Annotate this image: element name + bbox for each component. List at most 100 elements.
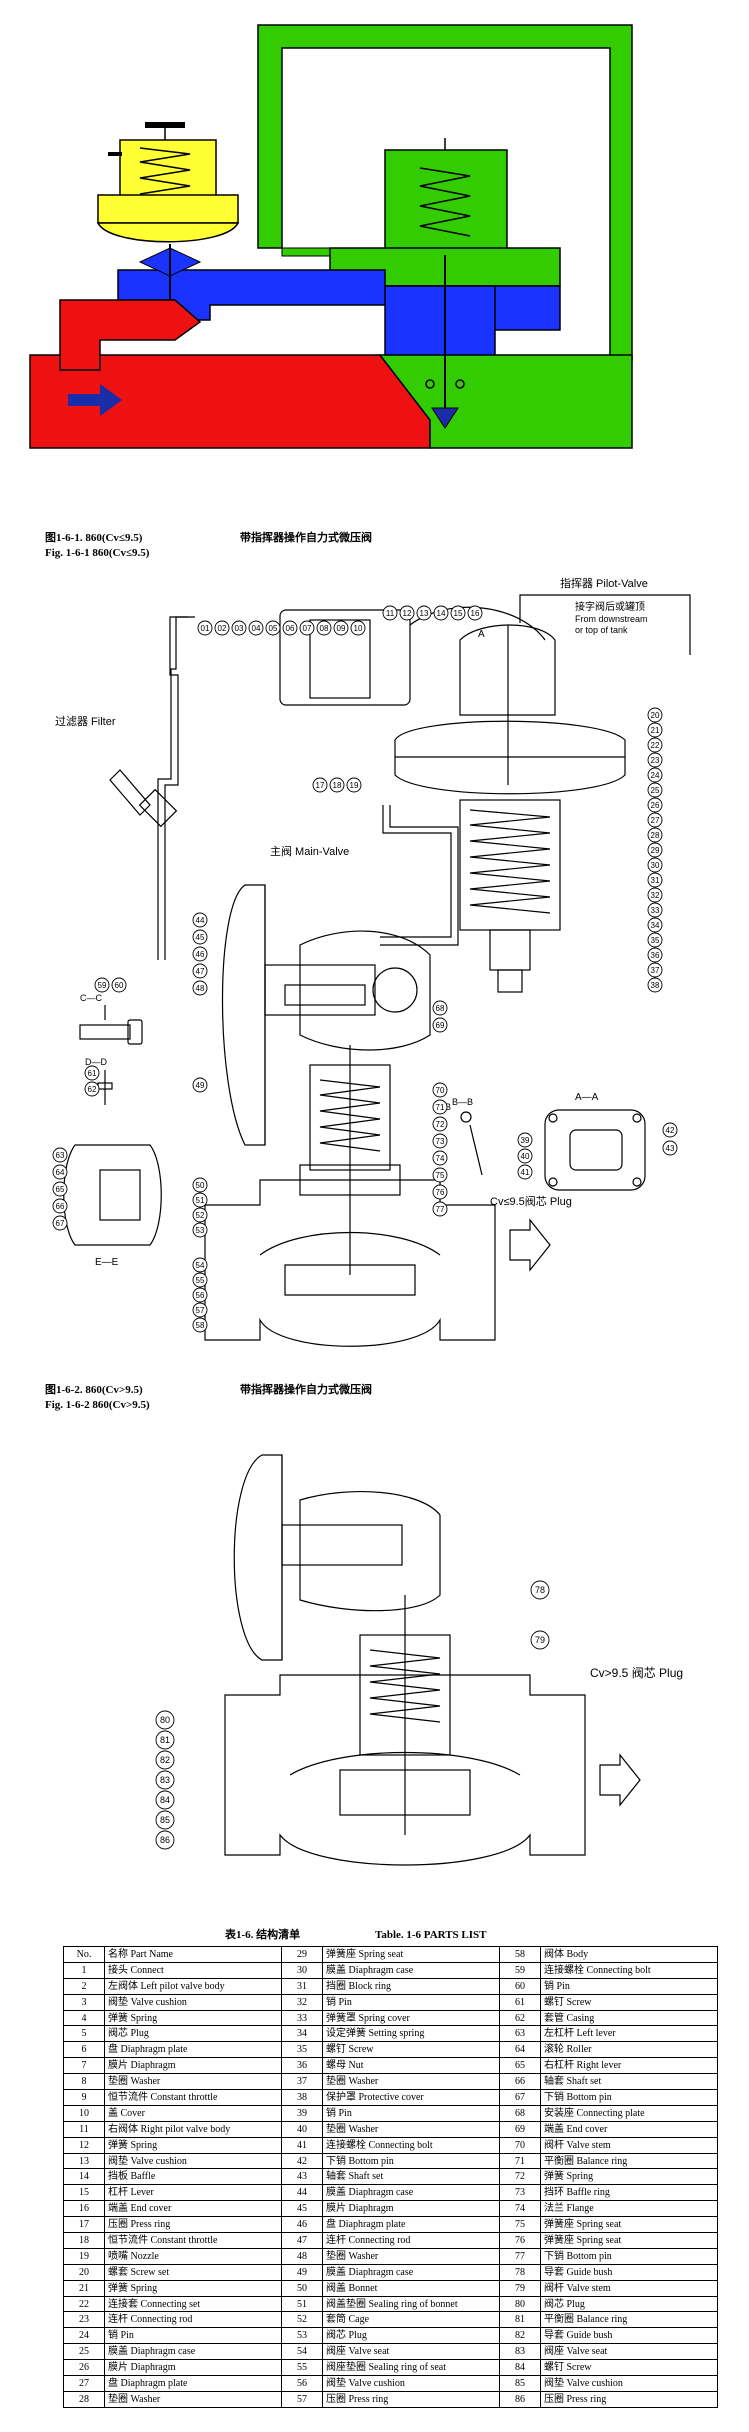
part-number-cell: 59 bbox=[499, 1961, 541, 1979]
callout-number: 53 bbox=[196, 1226, 205, 1235]
part-name-cell: 轴套 Shaft set bbox=[322, 2168, 500, 2186]
part-number-cell: 80 bbox=[499, 2295, 541, 2313]
part-number-cell: 82 bbox=[499, 2327, 541, 2345]
part-name-cell: 阀盖 Bonnet bbox=[322, 2279, 500, 2297]
callout-number: 36 bbox=[651, 951, 660, 960]
callout-bubble bbox=[155, 1710, 175, 1730]
part-name-cell: 弹簧 Spring bbox=[104, 2279, 282, 2297]
callout-number: 19 bbox=[350, 781, 359, 790]
callout-number: 38 bbox=[651, 981, 660, 990]
callout-number: 58 bbox=[196, 1321, 205, 1330]
callout-bubble bbox=[432, 1133, 448, 1149]
callout-number: 30 bbox=[651, 861, 660, 870]
part-name-cell: 膜片 Diaphragm bbox=[104, 2057, 282, 2075]
part-number-cell: 58 bbox=[499, 1946, 541, 1963]
part-name-cell: 挡板 Baffle bbox=[104, 2168, 282, 2186]
part-name-cell: 恒节流件 Constant throttle bbox=[104, 2232, 282, 2249]
callout-bubble bbox=[647, 947, 663, 963]
label-section-dd: D—D bbox=[85, 1057, 107, 1067]
part-number-cell: 22 bbox=[63, 2295, 105, 2313]
part-name-cell: 阀座垫圈 Sealing ring of seat bbox=[322, 2359, 500, 2377]
part-number-cell: 1 bbox=[63, 1961, 105, 1979]
part-name-cell: 接头 Connect bbox=[104, 1961, 282, 1979]
callout-number: 21 bbox=[651, 726, 660, 735]
callout-bubble bbox=[517, 1164, 533, 1180]
part-number-cell: 50 bbox=[281, 2279, 323, 2297]
part-name-cell: 阀垫 Valve cushion bbox=[540, 2375, 718, 2392]
part-name-cell: 盘 Diaphragm plate bbox=[104, 2375, 282, 2392]
callout-bubble bbox=[399, 605, 415, 621]
part-number-cell: 31 bbox=[281, 1977, 323, 1995]
callout-bubble bbox=[155, 1730, 175, 1750]
part-number-cell: 71 bbox=[499, 2152, 541, 2170]
callout-bubble bbox=[155, 1770, 175, 1790]
callout-number: 44 bbox=[196, 916, 205, 925]
callout-bubble bbox=[192, 1272, 208, 1288]
part-name-cell: 连接螺栓 Connecting bolt bbox=[322, 2136, 500, 2154]
part-number-cell: 16 bbox=[63, 2200, 105, 2218]
callout-number: 85 bbox=[160, 1815, 170, 1825]
callout-bubble bbox=[192, 1287, 208, 1303]
part-number-cell: 14 bbox=[63, 2168, 105, 2186]
part-name-cell: 销 Pin bbox=[322, 1993, 500, 2011]
callout-bubble bbox=[155, 1830, 175, 1850]
callout-bubble bbox=[432, 1167, 448, 1183]
part-name-cell: 盘 Diaphragm plate bbox=[322, 2216, 500, 2234]
part-number-cell: 29 bbox=[281, 1946, 323, 1963]
part-number-cell: 11 bbox=[63, 2120, 105, 2138]
part-number-cell: 6 bbox=[63, 2041, 105, 2059]
part-number-cell: 18 bbox=[63, 2232, 105, 2249]
callout-bubble bbox=[662, 1122, 678, 1138]
callout-bubble bbox=[52, 1147, 68, 1163]
callout-bubble bbox=[84, 1065, 100, 1081]
callout-number: 54 bbox=[196, 1261, 205, 1270]
callout-bubble bbox=[248, 620, 264, 636]
part-name-cell: 阀杆 Valve stem bbox=[540, 2136, 718, 2154]
part-number-cell: 78 bbox=[499, 2263, 541, 2281]
part-number-cell: 8 bbox=[63, 2073, 105, 2091]
label-section-ee: E—E bbox=[95, 1257, 119, 1268]
part-name-cell: 阀体 Body bbox=[540, 1946, 718, 1963]
callout-number: 69 bbox=[436, 1021, 445, 1030]
part-name-cell: 保护罩 Protective cover bbox=[322, 2089, 500, 2106]
callout-bubble bbox=[467, 605, 483, 621]
fig1-caption-en: Fig. 1-6-1 860(Cv≤9.5) bbox=[45, 547, 150, 559]
part-number-cell: 3 bbox=[63, 1993, 105, 2011]
callout-bubble bbox=[432, 1150, 448, 1166]
yellow-pilot bbox=[96, 122, 240, 243]
callout-number: 23 bbox=[651, 756, 660, 765]
part-number-cell: 48 bbox=[281, 2247, 323, 2265]
callout-number: 62 bbox=[88, 1085, 97, 1094]
callout-bubble bbox=[84, 1081, 100, 1097]
part-number-cell: 56 bbox=[281, 2375, 323, 2392]
callout-number: 67 bbox=[56, 1219, 65, 1228]
part-name-cell: 平衡圈 Balance ring bbox=[540, 2152, 718, 2170]
part-number-cell: 17 bbox=[63, 2216, 105, 2234]
part-number-cell: 53 bbox=[281, 2327, 323, 2345]
part-number-cell: 5 bbox=[63, 2025, 105, 2043]
part-name-cell: 销 Pin bbox=[104, 2327, 282, 2345]
callout-bubble bbox=[530, 1630, 550, 1650]
part-number-cell: 41 bbox=[281, 2136, 323, 2154]
callout-bubble bbox=[316, 620, 332, 636]
callout-bubble bbox=[530, 1580, 550, 1600]
part-number-cell: 83 bbox=[499, 2343, 541, 2361]
part-number-cell: 64 bbox=[499, 2041, 541, 2059]
callout-bubble bbox=[192, 1077, 208, 1093]
callout-bubble bbox=[52, 1164, 68, 1180]
part-number-cell: 34 bbox=[281, 2025, 323, 2043]
callout-bubble bbox=[231, 620, 247, 636]
part-name-cell: 膜片 Diaphragm bbox=[322, 2200, 500, 2218]
part-number-cell: 30 bbox=[281, 1961, 323, 1979]
callout-bubble bbox=[329, 777, 345, 793]
